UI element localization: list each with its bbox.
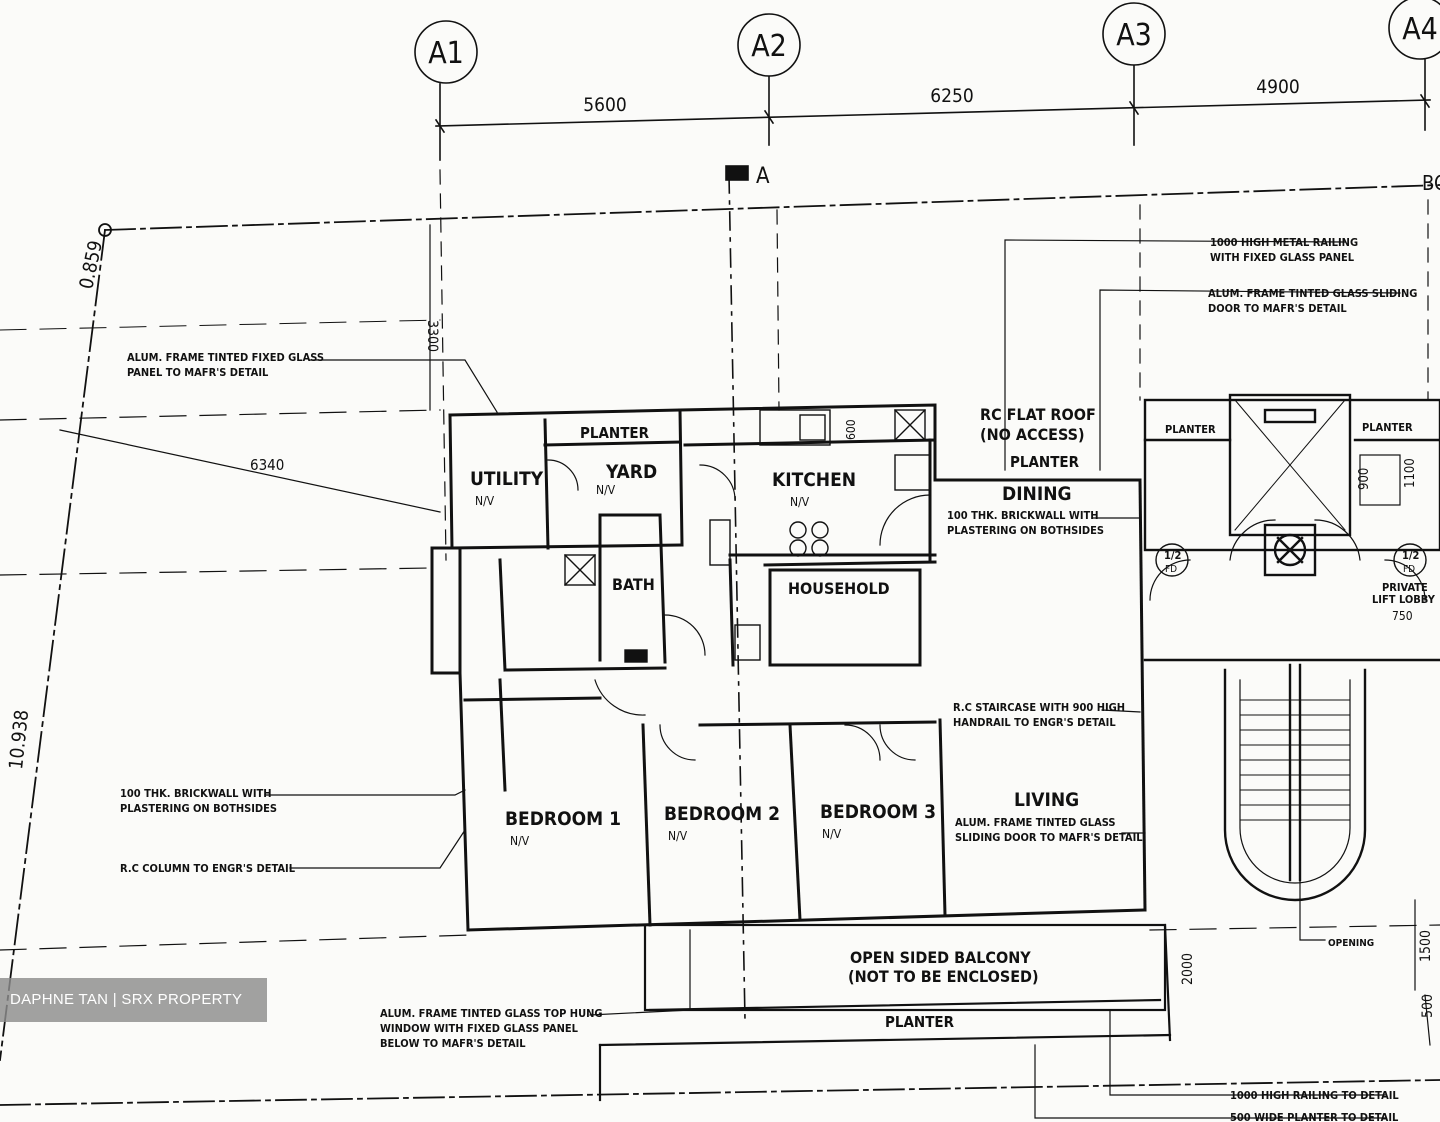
label-kitchen-sub: N/V xyxy=(790,495,810,509)
leader-lines xyxy=(264,239,1401,1119)
dim-750: 750 xyxy=(1392,609,1413,623)
label-balcony: OPEN SIDED BALCONY xyxy=(850,948,1031,967)
grid-label-a4: A4 xyxy=(1402,12,1438,47)
note-staircase-1: R.C STAIRCASE WITH 900 HIGH xyxy=(953,701,1125,714)
grid-bubble-a2 xyxy=(737,13,801,77)
label-utility: UTILITY xyxy=(470,468,544,490)
label-opening: OPENING xyxy=(1328,938,1374,949)
note-sliding-2: DOOR TO MAFR'S DETAIL xyxy=(1208,302,1347,315)
label-lift-lobby: LIFT LOBBY xyxy=(1372,593,1436,606)
grid-lines xyxy=(414,0,1440,1021)
note-railing-top-1: 1000 HIGH METAL RAILING xyxy=(1210,236,1358,249)
label-planter-lift-left: PLANTER xyxy=(1165,423,1216,436)
note-fixed-glass-1: ALUM. FRAME TINTED FIXED GLASS xyxy=(127,351,324,364)
kitchen-fixtures xyxy=(564,409,931,663)
note-top-hung-2: WINDOW WITH FIXED GLASS PANEL xyxy=(380,1022,579,1035)
label-bedroom-2-sub: N/V xyxy=(668,829,688,843)
grid-bubble-a4 xyxy=(1388,0,1440,60)
site-boundary xyxy=(0,184,1440,1106)
note-top-hung-3: BELOW TO MAFR'S DETAIL xyxy=(380,1037,526,1050)
note-brickwall-left-2: PLASTERING ON BOTHSIDES xyxy=(120,802,277,815)
dim-1100: 1100 xyxy=(1403,458,1418,488)
note-brickwall-dining-2: PLASTERING ON BOTHSIDES xyxy=(947,524,1104,537)
grid-bubble-a1 xyxy=(414,20,478,84)
grid-label-a1: A1 xyxy=(428,36,464,71)
note-sliding-1: ALUM. FRAME TINTED GLASS SLIDING xyxy=(1208,287,1417,300)
label-fd-right: 1/2 xyxy=(1402,549,1420,562)
dim-2000: 2000 xyxy=(1180,953,1196,985)
dim-6340: 6340 xyxy=(250,456,284,474)
label-kitchen: KITCHEN xyxy=(772,469,856,491)
note-planter-wide: 500 WIDE PLANTER TO DETAIL xyxy=(1230,1111,1399,1122)
grid-bubble-a3 xyxy=(1102,2,1166,66)
lift-core xyxy=(1143,393,1440,1046)
note-fixed-glass-2: PANEL TO MAFR'S DETAIL xyxy=(127,366,269,379)
note-top-hung-1: ALUM. FRAME TINTED GLASS TOP HUNG xyxy=(380,1007,603,1020)
dim-900: 900 xyxy=(1357,468,1372,490)
label-fd-right-sub: FD xyxy=(1403,564,1415,575)
note-living-sliding-2: SLIDING DOOR TO MAFR'S DETAIL xyxy=(955,831,1143,844)
label-yard: YARD xyxy=(605,461,657,483)
label-planter-top: PLANTER xyxy=(580,424,650,442)
note-railing-top-2: WITH FIXED GLASS PANEL xyxy=(1210,251,1355,264)
dim-6250: 6250 xyxy=(930,85,974,107)
dim-0859: 0.859 xyxy=(75,239,107,291)
note-railing-bottom: 1000 HIGH RAILING TO DETAIL xyxy=(1230,1089,1399,1102)
label-no-access: (NO ACCESS) xyxy=(980,425,1085,444)
label-bedroom-1-sub: N/V xyxy=(510,834,530,848)
label-not-enclosed: (NOT TO BE ENCLOSED) xyxy=(848,967,1039,986)
label-planter-bottom: PLANTER xyxy=(885,1013,955,1031)
label-living: LIVING xyxy=(1014,789,1079,811)
note-staircase-2: HANDRAIL TO ENGR'S DETAIL xyxy=(953,716,1116,729)
dim-1500: 1500 xyxy=(1418,930,1434,962)
balcony-outline xyxy=(598,923,1172,1102)
dim-3300: 3300 xyxy=(424,320,440,352)
bc-cut-label: BC xyxy=(1422,171,1440,195)
label-bedroom-3: BEDROOM 3 xyxy=(820,801,936,823)
label-rc-flat-roof: RC FLAT ROOF xyxy=(980,405,1096,424)
dim-600: 600 xyxy=(844,419,858,440)
label-private: PRIVATE xyxy=(1382,581,1428,594)
label-fd-left: 1/2 xyxy=(1164,549,1182,562)
note-brickwall-left-1: 100 THK. BRICKWALL WITH xyxy=(120,787,272,800)
label-utility-sub: N/V xyxy=(475,494,495,508)
label-planter-lift-right: PLANTER xyxy=(1362,421,1413,434)
note-brickwall-dining-1: 100 THK. BRICKWALL WITH xyxy=(947,509,1099,522)
door-swings xyxy=(547,459,1426,761)
watermark: DAPHNE TAN | SRX PROPERTY xyxy=(0,978,267,1022)
dim-4900: 4900 xyxy=(1256,76,1300,98)
note-rc-column: R.C COLUMN TO ENGR'S DETAIL xyxy=(120,862,296,875)
dim-10938: 10.938 xyxy=(5,709,33,771)
section-marker-a: A xyxy=(756,164,770,189)
label-bedroom-1: BEDROOM 1 xyxy=(505,808,621,830)
label-bedroom-2: BEDROOM 2 xyxy=(664,803,780,825)
label-bath: BATH xyxy=(612,575,655,594)
dim-500: 500 xyxy=(1420,994,1436,1018)
label-fd-left-sub: FD xyxy=(1165,564,1177,575)
note-living-sliding-1: ALUM. FRAME TINTED GLASS xyxy=(955,816,1116,829)
label-yard-sub: N/V xyxy=(596,483,616,497)
label-dining: DINING xyxy=(1002,483,1072,505)
grid-label-a3: A3 xyxy=(1116,18,1152,53)
grid-label-a2: A2 xyxy=(751,29,787,64)
label-bedroom-3-sub: N/V xyxy=(822,827,842,841)
label-household: HOUSEHOLD xyxy=(788,579,890,598)
dim-5600: 5600 xyxy=(583,94,627,116)
label-planter-roof: PLANTER xyxy=(1010,453,1080,471)
